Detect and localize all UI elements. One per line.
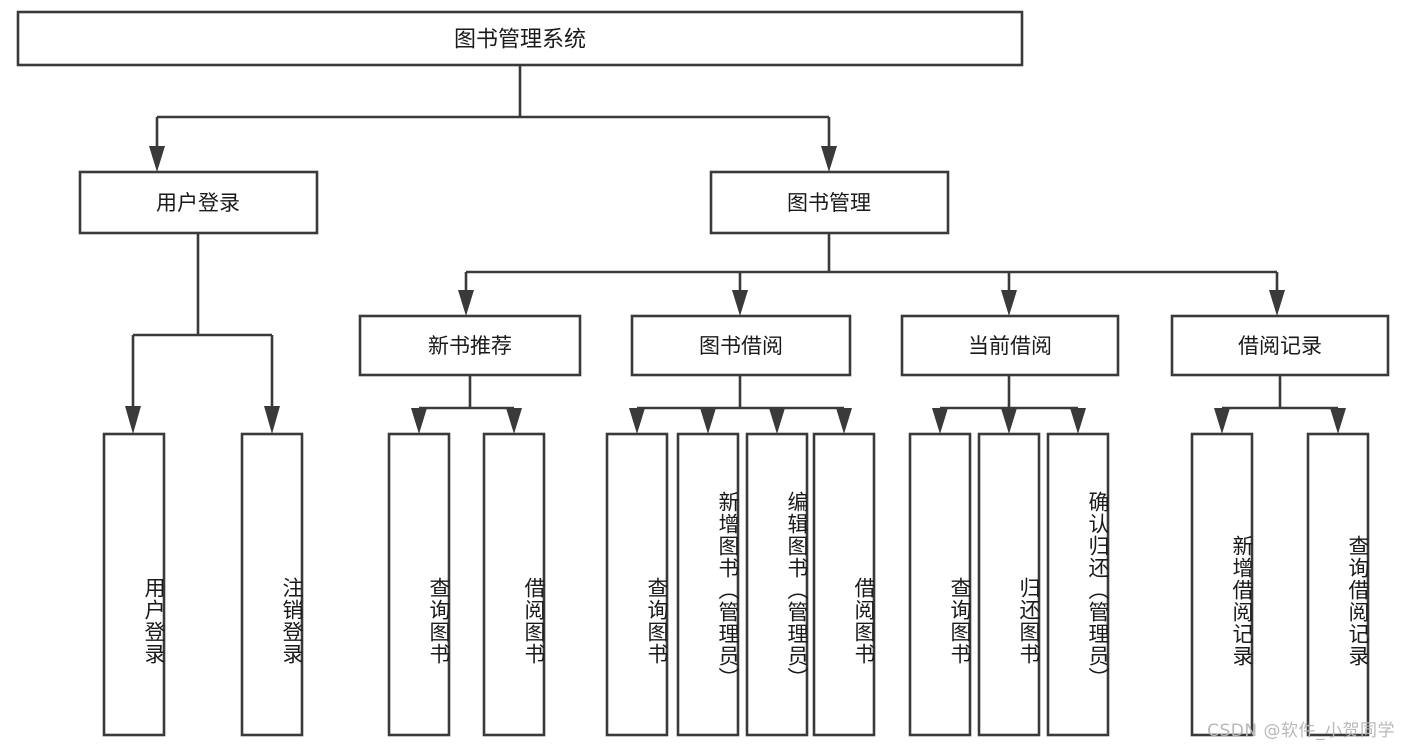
leaf-query-book-2-rect[interactable] <box>605 432 669 737</box>
node-root-rect[interactable] <box>16 10 1024 67</box>
leaf-add-book-rect[interactable] <box>676 432 740 737</box>
arrow-head-leaf-return-book <box>1001 408 1017 434</box>
arrow-head-leaf-borrow-book-2 <box>836 408 852 434</box>
leaf-logout-login-rect[interactable] <box>240 432 304 737</box>
node-book-management-label: 图书管理 <box>787 191 871 215</box>
arrow-head-leaf-user-login <box>125 406 141 434</box>
node-user-login[interactable]: 用户登录 <box>78 170 319 235</box>
node-book-borrow-rect[interactable] <box>630 314 852 377</box>
node-book-borrow[interactable]: 图书借阅 <box>630 314 852 377</box>
node-current-borrow-label: 当前借阅 <box>968 334 1052 358</box>
leaf-group-borrow-record <box>1190 432 1370 737</box>
node-root[interactable]: 图书管理系统 <box>16 10 1024 67</box>
node-borrow-record-label: 借阅记录 <box>1238 334 1322 358</box>
node-new-book-recommend[interactable]: 新书推荐 <box>358 314 582 377</box>
connector-group-borrow-record <box>1214 375 1346 434</box>
node-book-management-rect[interactable] <box>709 170 950 235</box>
leaf-edit-book-rect[interactable] <box>745 432 809 737</box>
leaf-return-book-rect[interactable] <box>977 432 1041 737</box>
leaf-group-book-borrow <box>605 432 876 737</box>
arrow-head-borrow-record <box>1269 290 1285 316</box>
leaf-add-record-rect[interactable] <box>1190 432 1254 737</box>
leaf-query-record-rect[interactable] <box>1306 432 1370 737</box>
leaf-confirm-return-rect[interactable] <box>1046 432 1110 737</box>
node-current-borrow-rect[interactable] <box>900 314 1120 377</box>
node-borrow-record[interactable]: 借阅记录 <box>1170 314 1390 377</box>
leaf-query-book-1-rect[interactable] <box>387 432 451 737</box>
arrow-head-book-management <box>821 146 837 172</box>
node-root-label: 图书管理系统 <box>454 28 586 53</box>
arrow-head-leaf-logout-login <box>264 406 280 434</box>
node-book-borrow-label: 图书借阅 <box>699 334 783 358</box>
arrow-head-leaf-query-book-3 <box>932 408 948 434</box>
leaf-user-login-rect[interactable] <box>102 432 166 737</box>
leaf-group-user-login <box>102 432 304 737</box>
arrow-head-leaf-confirm-return <box>1070 408 1086 434</box>
arrow-head-leaf-edit-book <box>769 408 785 434</box>
arrow-head-new-book-recommend <box>458 290 474 316</box>
connector-group-book-borrow <box>629 375 852 434</box>
leaf-borrow-book-1-rect[interactable] <box>482 432 546 737</box>
leaf-group-current-borrow <box>908 432 1110 737</box>
leaf-query-book-3-rect[interactable] <box>908 432 972 737</box>
connector-group-book-management <box>458 233 1285 316</box>
arrow-head-user-login <box>149 146 165 172</box>
arrow-head-current-borrow <box>1001 290 1017 316</box>
connector-group-new-book-recommend <box>411 375 522 434</box>
connector-group-root <box>149 65 837 172</box>
node-new-book-recommend-rect[interactable] <box>358 314 582 377</box>
arrow-head-leaf-add-record <box>1214 408 1230 434</box>
connector-group-user-login <box>125 233 280 434</box>
leaf-group-new-book-recommend <box>387 432 546 737</box>
arrow-head-leaf-borrow-book-1 <box>506 408 522 434</box>
node-borrow-record-rect[interactable] <box>1170 314 1390 377</box>
leaf-borrow-book-2-rect[interactable] <box>812 432 876 737</box>
node-new-book-recommend-label: 新书推荐 <box>428 334 512 358</box>
arrow-head-leaf-query-book-2 <box>629 408 645 434</box>
csdn-watermark: CSDN @软件_小贺同学 <box>1207 721 1395 741</box>
node-current-borrow[interactable]: 当前借阅 <box>900 314 1120 377</box>
arrow-head-leaf-query-book-1 <box>411 408 427 434</box>
connector-group-current-borrow <box>932 375 1086 434</box>
arrow-head-leaf-query-record <box>1330 408 1346 434</box>
node-user-login-label: 用户登录 <box>156 191 240 215</box>
arrow-head-book-borrow <box>732 290 748 316</box>
node-user-login-rect[interactable] <box>78 170 319 235</box>
node-book-management[interactable]: 图书管理 <box>709 170 950 235</box>
arrow-head-leaf-add-book <box>700 408 716 434</box>
